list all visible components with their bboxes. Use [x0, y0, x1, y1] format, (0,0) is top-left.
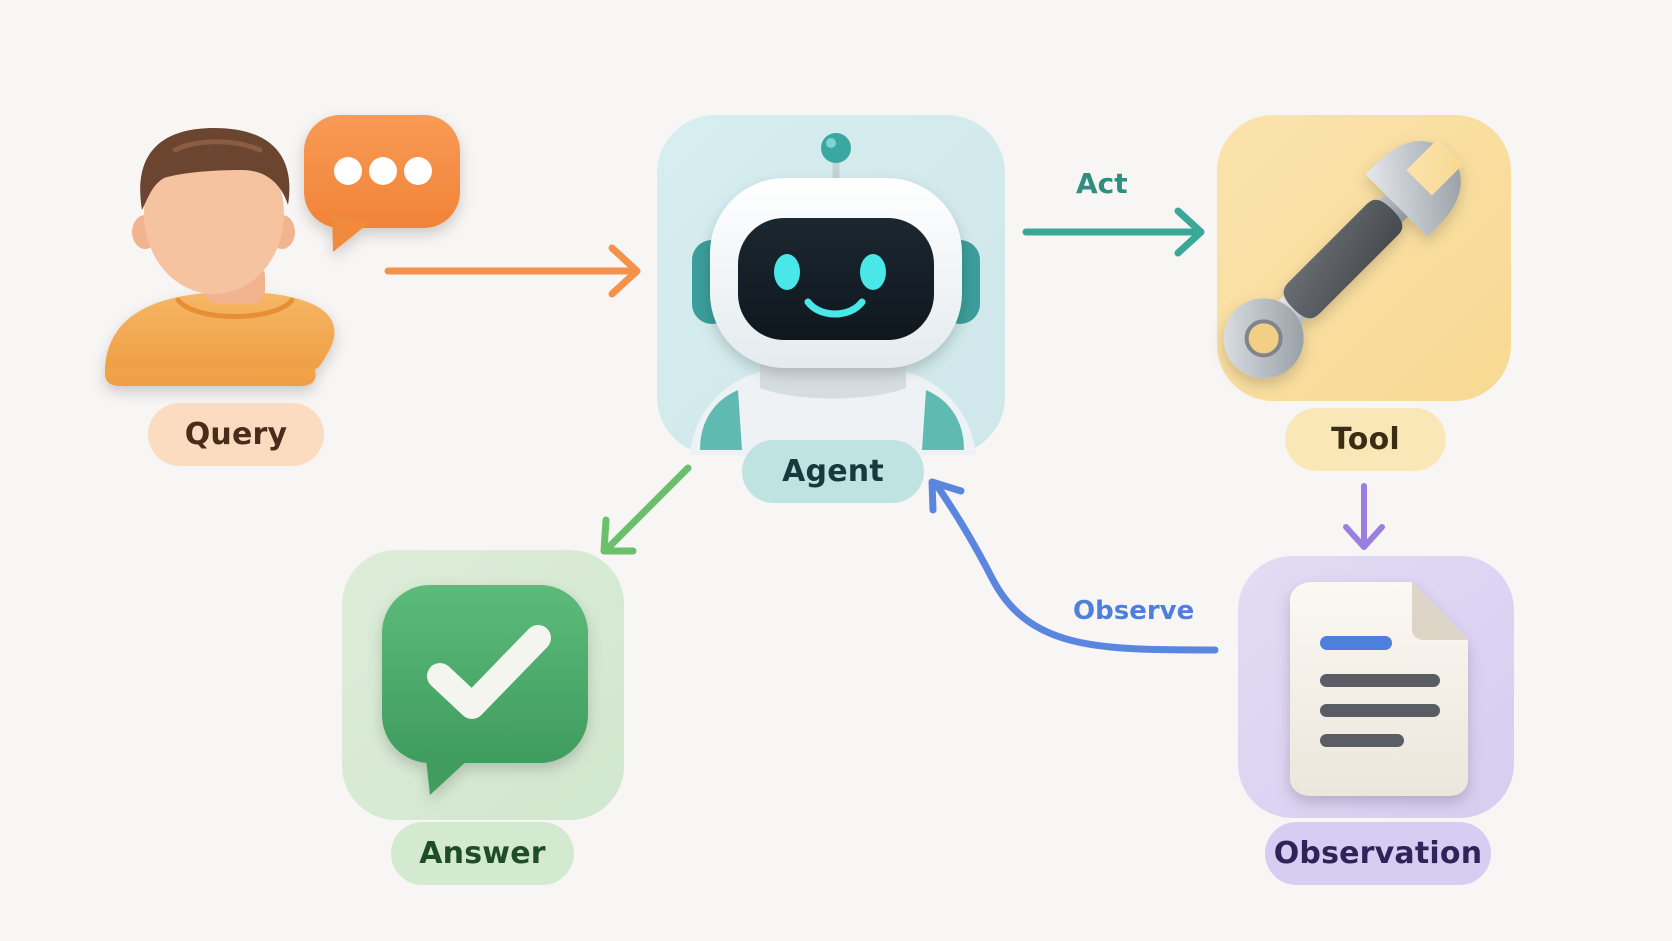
chat-bubble-icon	[304, 115, 460, 252]
robot-icon	[690, 133, 980, 455]
query-label: Query	[148, 403, 324, 466]
document-icon	[1290, 582, 1468, 796]
agent-tile	[657, 115, 1005, 455]
observation-label: Observation	[1265, 822, 1491, 885]
wrench-icon	[1223, 138, 1464, 379]
observe-edge-label: Observe	[1073, 596, 1195, 626]
checkmark-bubble-icon	[382, 585, 588, 795]
person-icon	[104, 128, 335, 386]
edge-tool-to-observation	[1343, 483, 1385, 550]
agent-label: Agent	[742, 440, 924, 503]
tool-tile	[1217, 115, 1511, 401]
tool-label: Tool	[1285, 408, 1446, 471]
act-edge-label: Act	[1076, 167, 1128, 200]
edge-agent-to-answer	[600, 464, 692, 555]
edge-observe	[928, 478, 1219, 654]
answer-label: Answer	[391, 822, 574, 885]
edge-act	[1022, 207, 1205, 257]
observation-tile	[1238, 556, 1514, 818]
edge-query-to-agent	[384, 244, 641, 298]
answer-tile	[342, 550, 624, 820]
